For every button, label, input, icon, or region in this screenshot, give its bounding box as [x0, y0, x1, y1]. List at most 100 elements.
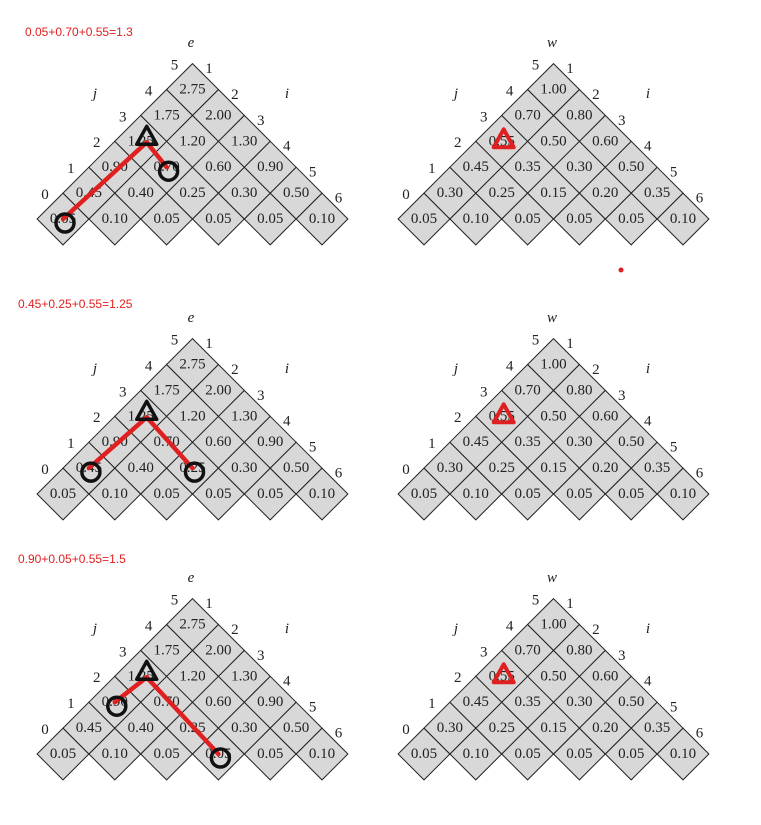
table_e-j-index-5: 5 [171, 333, 179, 349]
table_e-cell-5-0 [165, 337, 220, 392]
table_w-j-index-4: 4 [506, 358, 514, 374]
table_w-value-0-4: 0.05 [618, 486, 644, 502]
table_w-j-index-0: 0 [402, 462, 410, 478]
table_e-value-1-1: 0.40 [128, 460, 154, 476]
table_w-value-5-0: 1.00 [540, 617, 566, 633]
table_w-i-index-0: 1 [566, 596, 574, 612]
table_w-j-index-2: 2 [454, 135, 462, 151]
table_e-j-index-4: 4 [145, 83, 153, 99]
table_e-i-index-2: 3 [257, 388, 265, 404]
table_w-i-index-1: 2 [592, 87, 600, 103]
table_w-value-1-4: 0.35 [644, 460, 670, 476]
panel-3-red-link-2 [144, 675, 221, 757]
table_w-value-0-2: 0.05 [514, 211, 540, 227]
panel-2-annotation: 0.45+0.25+0.55=1.25 [18, 297, 133, 311]
table_w-j-index-3: 3 [480, 109, 488, 125]
panel-2-red-link-2 [144, 415, 195, 471]
table_e-value-0-0: 0.05 [50, 746, 76, 762]
table_e-j-index-0: 0 [41, 722, 49, 738]
table_w-value-4-1: 0.80 [566, 382, 592, 398]
table_w-value-1-1: 0.25 [489, 460, 515, 476]
table_e-i-index-5: 6 [335, 726, 343, 742]
table_w-j-index-4: 4 [506, 83, 514, 99]
table_e-i-index-5: 6 [335, 466, 343, 482]
table_e-i-index-3: 4 [283, 139, 291, 155]
table_e-value-1-3: 0.30 [231, 460, 257, 476]
table_e-j-index-5: 5 [171, 58, 179, 74]
table_w-i-index-3: 4 [644, 674, 652, 690]
table_e-value-1-4: 0.50 [283, 185, 309, 201]
table_e-j-index-4: 4 [145, 358, 153, 374]
table_w-value-0-3: 0.05 [566, 746, 592, 762]
panel-1-root-triangle-e [134, 124, 159, 147]
table_e-j-index-3: 3 [119, 644, 127, 660]
table_w-value-1-0: 0.30 [437, 460, 463, 476]
table_w-value-3-1: 0.50 [540, 408, 566, 424]
table_w-value-2-3: 0.50 [618, 694, 644, 710]
table_w-j-label: j [452, 621, 458, 637]
table_w-value-3-2: 0.60 [592, 668, 618, 684]
table_w-value-2-1: 0.35 [514, 434, 540, 450]
table_e-value-2-3: 0.90 [257, 434, 283, 450]
table_w-title: w [547, 35, 557, 51]
table_e-j-index-5: 5 [171, 593, 179, 609]
table_e-i-index-4: 5 [309, 165, 317, 181]
table_e-value-0-1: 0.10 [102, 486, 128, 502]
table_w-i-index-5: 6 [696, 191, 704, 207]
table_w-i-index-1: 2 [592, 362, 600, 378]
table_w-value-4-1: 0.80 [566, 107, 592, 123]
panel-3: 0.90+0.05+0.55=1.50.050.100.050.050.050.… [18, 552, 710, 781]
table_e-value-1-3: 0.30 [231, 720, 257, 736]
table_e-j-index-2: 2 [93, 135, 101, 151]
panel-3-annotation: 0.90+0.05+0.55=1.5 [18, 552, 126, 566]
table_w-value-1-4: 0.35 [644, 185, 670, 201]
table_w-j-index-0: 0 [402, 187, 410, 203]
table_e-value-0-4: 0.05 [257, 486, 283, 502]
table_e-i-label: i [285, 86, 289, 102]
panel-3-root-triangle-w [491, 662, 516, 685]
table_w-value-2-1: 0.35 [514, 694, 540, 710]
table_e-value-3-2: 1.30 [231, 133, 257, 149]
table_w-i-index-5: 6 [696, 726, 704, 742]
table_e-value-0-5: 0.10 [309, 486, 335, 502]
table_e-j-index-1: 1 [67, 696, 75, 712]
table_w-value-3-2: 0.60 [592, 133, 618, 149]
table_e-value-0-5: 0.10 [309, 211, 335, 227]
table_e-value-4-0: 1.75 [153, 382, 179, 398]
table_e-j-label: j [91, 361, 97, 377]
table_w-i-label: i [646, 361, 650, 377]
table_w-j-index-2: 2 [454, 410, 462, 426]
table_w-i-index-5: 6 [696, 466, 704, 482]
table_w-value-0-0: 0.05 [411, 211, 437, 227]
table_e-value-0-2: 0.05 [153, 486, 179, 502]
table_w-value-5-0: 1.00 [540, 357, 566, 373]
table_w-i-index-4: 5 [670, 440, 678, 456]
table_e-value-0-1: 0.10 [102, 746, 128, 762]
table_w-value-0-1: 0.10 [463, 746, 489, 762]
panel-3-root-triangle-e [134, 659, 159, 682]
table_w-j-label: j [452, 361, 458, 377]
table_w-i-label: i [646, 621, 650, 637]
table_e-value-4-0: 1.75 [153, 107, 179, 123]
table_w-value-2-0: 0.45 [463, 694, 489, 710]
table_w-value-1-2: 0.15 [540, 185, 566, 201]
table_w-value-1-2: 0.15 [540, 460, 566, 476]
table_w-j-index-0: 0 [402, 722, 410, 738]
panel-3-e-table: 0.050.100.050.050.050.100.450.400.250.30… [36, 570, 349, 781]
table_e-value-4-1: 2.00 [205, 382, 231, 398]
table_e-i-index-3: 4 [283, 674, 291, 690]
table_e-j-index-3: 3 [119, 384, 127, 400]
table_w-j-index-1: 1 [428, 436, 436, 452]
table_w-value-0-5: 0.10 [670, 746, 696, 762]
table_e-value-1-2: 0.25 [179, 185, 205, 201]
table_e-i-index-0: 1 [205, 336, 213, 352]
table_e-i-index-2: 3 [257, 113, 265, 129]
panel-1-red-link-1 [60, 140, 149, 222]
table_e-value-3-1: 1.20 [179, 408, 205, 424]
table_w-value-2-2: 0.30 [566, 434, 592, 450]
table_e-value-4-0: 1.75 [153, 642, 179, 658]
table_e-value-0-4: 0.05 [257, 211, 283, 227]
panel-3-circle-marker-1 [106, 695, 128, 717]
